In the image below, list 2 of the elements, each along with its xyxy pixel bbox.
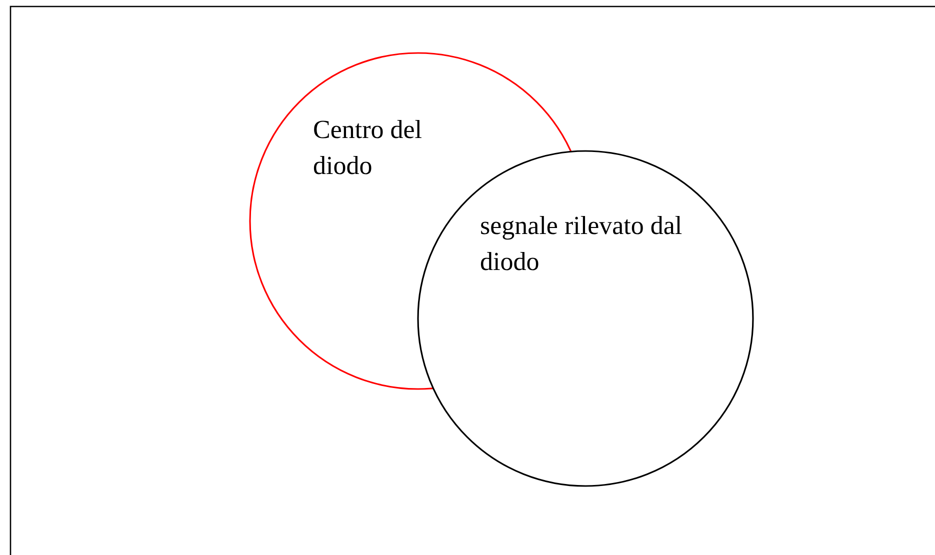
circle-label: segnale rilevato dal diodo: [480, 210, 684, 278]
circle-label: Centro del diodo: [313, 114, 424, 182]
